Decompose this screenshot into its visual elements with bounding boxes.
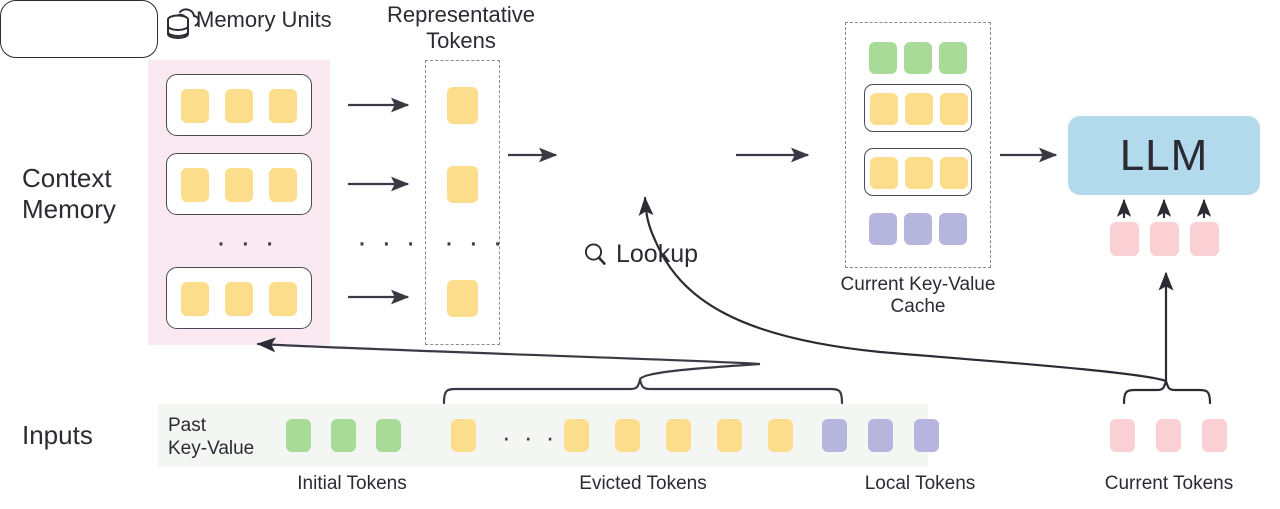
kv-token xyxy=(905,157,933,189)
llm-input-token xyxy=(1110,222,1139,256)
local-tokens-caption: Local Tokens xyxy=(864,473,976,494)
input-sequence-ellipsis: · · · xyxy=(502,422,558,452)
kv-token xyxy=(870,157,898,189)
cloud-database-icon xyxy=(167,8,200,39)
llm-node[interactable]: LLM xyxy=(1068,116,1260,195)
kv-token xyxy=(940,93,968,125)
input-initial-token xyxy=(376,419,401,452)
memory-token xyxy=(181,168,209,202)
memory-token xyxy=(181,282,209,316)
memory-unit-row[interactable] xyxy=(166,153,312,215)
kv-local-token xyxy=(904,213,932,245)
input-evicted-token xyxy=(717,419,742,452)
kv-initial-token xyxy=(869,42,897,74)
input-evicted-token xyxy=(564,419,589,452)
row-label-context-memory: Context Memory xyxy=(22,163,116,224)
kv-token xyxy=(905,93,933,125)
kv-local-token xyxy=(939,213,967,245)
memory-token xyxy=(225,282,253,316)
memory-units-ellipsis: · · · xyxy=(216,226,278,259)
kv-representative-row[interactable] xyxy=(864,84,972,132)
input-local-token xyxy=(822,419,847,452)
representative-token xyxy=(447,280,478,317)
memory-unit-row[interactable] xyxy=(166,267,312,329)
representative-tokens-header: Representative Tokens xyxy=(387,2,535,53)
kv-retrieved-row[interactable] xyxy=(864,148,972,196)
current-tokens-caption: Current Tokens xyxy=(1104,473,1234,494)
memory-unit-row[interactable] xyxy=(166,74,312,136)
search-icon xyxy=(584,243,606,265)
representative-token xyxy=(447,166,478,203)
input-initial-token xyxy=(331,419,356,452)
lookup-node[interactable]: Lookup xyxy=(0,0,698,268)
memory-token xyxy=(269,282,297,316)
past-key-value-label: Past Key-Value xyxy=(168,415,255,459)
memory-units-header: Memory Units xyxy=(196,7,332,32)
input-current-token xyxy=(1202,419,1227,452)
memory-token xyxy=(181,89,209,123)
lookup-label: Lookup xyxy=(615,240,699,268)
input-evicted-token xyxy=(615,419,640,452)
input-evicted-token xyxy=(768,419,793,452)
input-initial-token xyxy=(286,419,311,452)
llm-label: LLM xyxy=(1119,130,1209,180)
row-label-inputs: Inputs xyxy=(22,420,93,450)
input-current-token xyxy=(1156,419,1181,452)
kv-token xyxy=(870,93,898,125)
kv-initial-token xyxy=(939,42,967,74)
memory-token xyxy=(225,168,253,202)
input-local-token xyxy=(868,419,893,452)
kv-initial-token xyxy=(904,42,932,74)
input-local-token xyxy=(914,419,939,452)
memory-token xyxy=(269,168,297,202)
llm-input-token xyxy=(1150,222,1179,256)
representative-tokens-ellipsis: · · · xyxy=(444,226,506,259)
kv-token xyxy=(940,157,968,189)
evicted-tokens-caption: Evicted Tokens xyxy=(579,473,707,494)
memory-token xyxy=(269,89,297,123)
input-evicted-token xyxy=(666,419,691,452)
kv-local-token xyxy=(869,213,897,245)
llm-input-token xyxy=(1190,222,1219,256)
representative-token xyxy=(447,87,478,124)
initial-tokens-caption: Initial Tokens xyxy=(297,473,407,494)
input-evicted-token xyxy=(451,419,476,452)
memory-arrow-ellipsis: · · · xyxy=(357,226,419,259)
memory-token xyxy=(225,89,253,123)
input-current-token xyxy=(1110,419,1135,452)
current-kv-cache-caption: Current Key-Value Cache xyxy=(840,274,996,318)
